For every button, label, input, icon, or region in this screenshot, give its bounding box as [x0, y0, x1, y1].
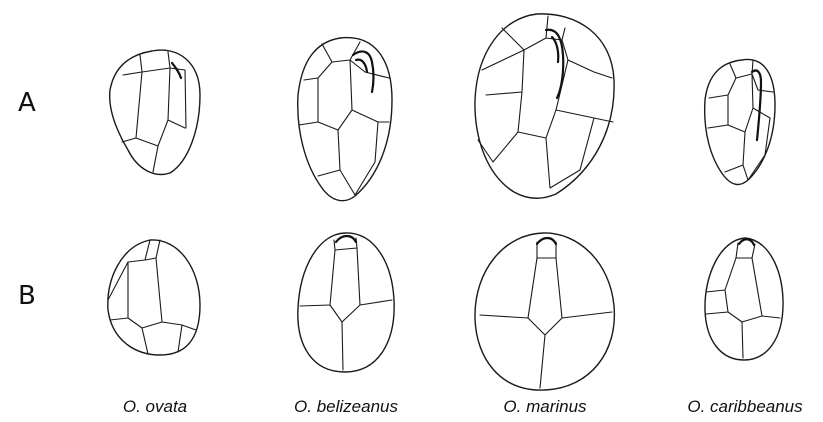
- marinus-apical-cell: [475, 14, 614, 198]
- marinus-antapical-outline: [475, 233, 614, 390]
- marinus-antapical-cell: [475, 233, 614, 390]
- belizeanus-apical-cell: [298, 38, 392, 201]
- caribbeanus-antapical-cell: [705, 238, 783, 360]
- ovata-antapical-plates: [108, 240, 196, 354]
- caribbeanus-antapical-outline: [705, 238, 783, 360]
- belizeanus-apical-outline: [298, 38, 392, 201]
- species-label-belizeanus: O. belizeanus: [294, 398, 398, 415]
- marinus-apical-outline: [475, 14, 614, 198]
- caribbeanus-apical-cell: [705, 59, 775, 184]
- species-label-marinus: O. marinus: [503, 398, 586, 415]
- species-label-ovata: O. ovata: [123, 398, 187, 415]
- ovata-antapical-cell: [108, 240, 200, 355]
- ovata-apical-cell: [110, 50, 200, 174]
- marinus-antapical-plates: [480, 242, 612, 388]
- caribbeanus-antapical-plates: [706, 243, 780, 358]
- marinus-apical-pore-inner: [552, 37, 558, 62]
- caribbeanus-apical-plates: [708, 60, 773, 180]
- ovata-apical-pore: [172, 63, 181, 78]
- ovata-apical-outline: [110, 50, 200, 174]
- belizeanus-antapical-outline: [298, 233, 394, 372]
- species-label-caribbeanus: O. caribbeanus: [687, 398, 802, 415]
- caribbeanus-antapical-pore: [739, 239, 754, 245]
- belizeanus-antapical-pore: [336, 236, 356, 242]
- ovata-antapical-outline: [108, 240, 200, 355]
- belizeanus-antapical-plates: [300, 238, 392, 370]
- belizeanus-apical-pore: [353, 51, 374, 92]
- marinus-antapical-pore: [537, 238, 556, 244]
- belizeanus-antapical-cell: [298, 233, 394, 372]
- marinus-apical-plates: [478, 16, 613, 188]
